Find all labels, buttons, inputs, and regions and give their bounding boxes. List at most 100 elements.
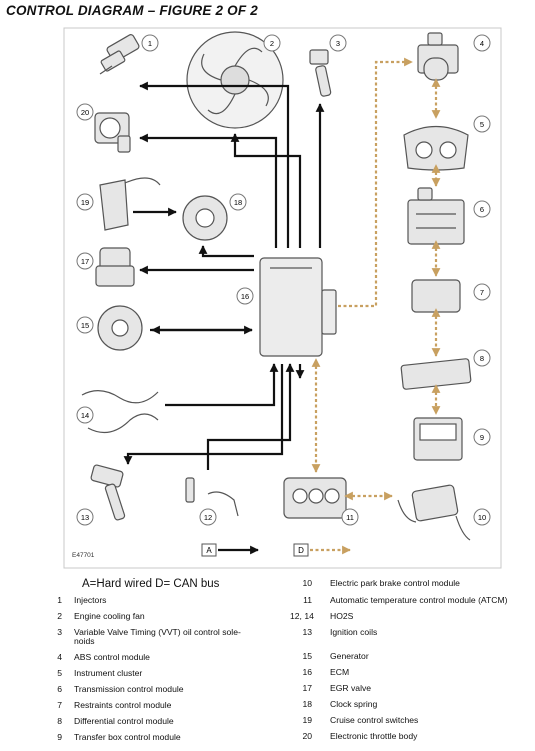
callout-4: 4 <box>473 34 491 52</box>
svg-text:6: 6 <box>480 205 484 214</box>
callout-16: 16 <box>236 287 254 305</box>
item-label: Electronic throttle body <box>330 731 418 741</box>
hardwired-connections <box>123 81 325 470</box>
item-label: Differential control module <box>74 716 174 726</box>
item-number: 4 <box>57 652 62 662</box>
atcm-icon <box>283 477 347 519</box>
callout-18: 18 <box>229 193 247 211</box>
item-number: 16 <box>302 667 312 677</box>
transmission-module-icon <box>407 187 465 245</box>
item-number: 11 <box>303 595 312 605</box>
callout-5: 5 <box>473 115 491 133</box>
item-number: 13 <box>302 627 312 637</box>
item-label: ABS control module <box>74 652 150 662</box>
svg-text:2: 2 <box>270 39 274 48</box>
differential-module-icon <box>400 358 472 390</box>
item-label: Variable Valve Timing (VVT) oil control … <box>74 627 241 637</box>
item-label: Clock spring <box>330 699 378 709</box>
svg-text:3: 3 <box>336 39 340 48</box>
item-number: 8 <box>57 716 62 726</box>
svg-text:1: 1 <box>148 39 152 48</box>
item-label: Automatic temperature control module (AT… <box>330 595 508 605</box>
svg-text:17: 17 <box>81 257 89 266</box>
callout-19: 19 <box>76 193 94 211</box>
item-number: 12, 14 <box>290 611 314 621</box>
callout-markers: 1 2 3 4 20 5 19 18 6 17 16 7 15 8 14 9 1… <box>76 34 491 526</box>
callout-3: 3 <box>329 34 347 52</box>
injector-icon <box>99 34 140 75</box>
throttle-body-icon <box>94 112 131 153</box>
restraints-module-icon <box>411 279 461 313</box>
transfer-box-module-icon <box>413 417 463 461</box>
item-number: 6 <box>57 684 62 694</box>
item-label: Injectors <box>74 595 107 605</box>
callout-20: 20 <box>76 103 94 121</box>
ho2s-sensor-icon <box>81 390 159 434</box>
abs-module-icon <box>417 32 459 81</box>
callout-6: 6 <box>473 200 491 218</box>
item-label: Cruise control switches <box>330 715 419 725</box>
canbus-connections <box>311 57 441 501</box>
item-number: 10 <box>302 578 312 588</box>
svg-text:A: A <box>206 546 212 555</box>
item-number: 19 <box>302 715 312 725</box>
legend-hardwired: A <box>201 543 259 557</box>
callout-17: 17 <box>76 252 94 270</box>
svg-text:12: 12 <box>204 513 212 522</box>
clock-spring-icon <box>182 195 228 241</box>
svg-text:7: 7 <box>480 288 484 297</box>
instrument-cluster-icon <box>403 126 469 171</box>
page-title: CONTROL DIAGRAM – FIGURE 2 OF 2 <box>6 3 258 18</box>
control-diagram: 1 2 3 4 20 5 19 18 6 17 16 7 15 8 14 9 1… <box>63 27 502 569</box>
svg-text:10: 10 <box>478 513 486 522</box>
item-label: Instrument cluster <box>74 668 143 678</box>
callout-2: 2 <box>263 34 281 52</box>
item-label: EGR valve <box>330 683 372 693</box>
item-label: Transfer box control module <box>74 732 181 742</box>
legend-key: A=Hard wired D= CAN bus <box>82 578 220 590</box>
diagram-frame <box>63 27 502 569</box>
callout-7: 7 <box>473 283 491 301</box>
item-label: HO2S <box>330 611 354 621</box>
ecm-icon <box>259 257 337 357</box>
item-number: 7 <box>57 700 62 710</box>
callout-12: 12 <box>199 508 217 526</box>
item-number: 2 <box>57 611 62 621</box>
ho2s-sensor-icon <box>185 477 239 517</box>
svg-text:8: 8 <box>480 354 484 363</box>
svg-text:16: 16 <box>241 292 249 301</box>
item-label: Engine cooling fan <box>74 611 145 621</box>
svg-text:20: 20 <box>81 108 89 117</box>
svg-text:18: 18 <box>234 198 242 207</box>
svg-text:14: 14 <box>81 411 89 420</box>
svg-text:D: D <box>298 546 304 555</box>
svg-text:13: 13 <box>81 513 89 522</box>
diagram-id: E47701 <box>72 552 95 559</box>
item-number: 15 <box>302 651 312 661</box>
svg-text:9: 9 <box>480 433 484 442</box>
callout-8: 8 <box>473 349 491 367</box>
item-number: 20 <box>302 731 312 741</box>
svg-text:19: 19 <box>81 198 89 207</box>
egr-valve-icon <box>95 247 135 287</box>
callout-13: 13 <box>76 508 94 526</box>
ignition-coil-icon <box>90 464 126 521</box>
callout-15: 15 <box>76 316 94 334</box>
item-label-continued: noids <box>74 636 95 646</box>
item-number: 1 <box>57 595 62 605</box>
legend-canbus: D <box>293 543 351 557</box>
callout-11: 11 <box>341 508 359 526</box>
svg-text:4: 4 <box>480 39 484 48</box>
item-label: Generator <box>330 651 369 661</box>
park-brake-module-icon <box>397 484 471 541</box>
callout-9: 9 <box>473 428 491 446</box>
item-number: 18 <box>302 699 312 709</box>
cruise-switches-icon <box>99 177 161 231</box>
vvt-solenoid-icon <box>309 49 332 97</box>
callout-1: 1 <box>141 34 159 52</box>
item-label: Transmission control module <box>74 684 184 694</box>
callout-14: 14 <box>76 406 94 424</box>
item-label: Ignition coils <box>330 627 378 637</box>
